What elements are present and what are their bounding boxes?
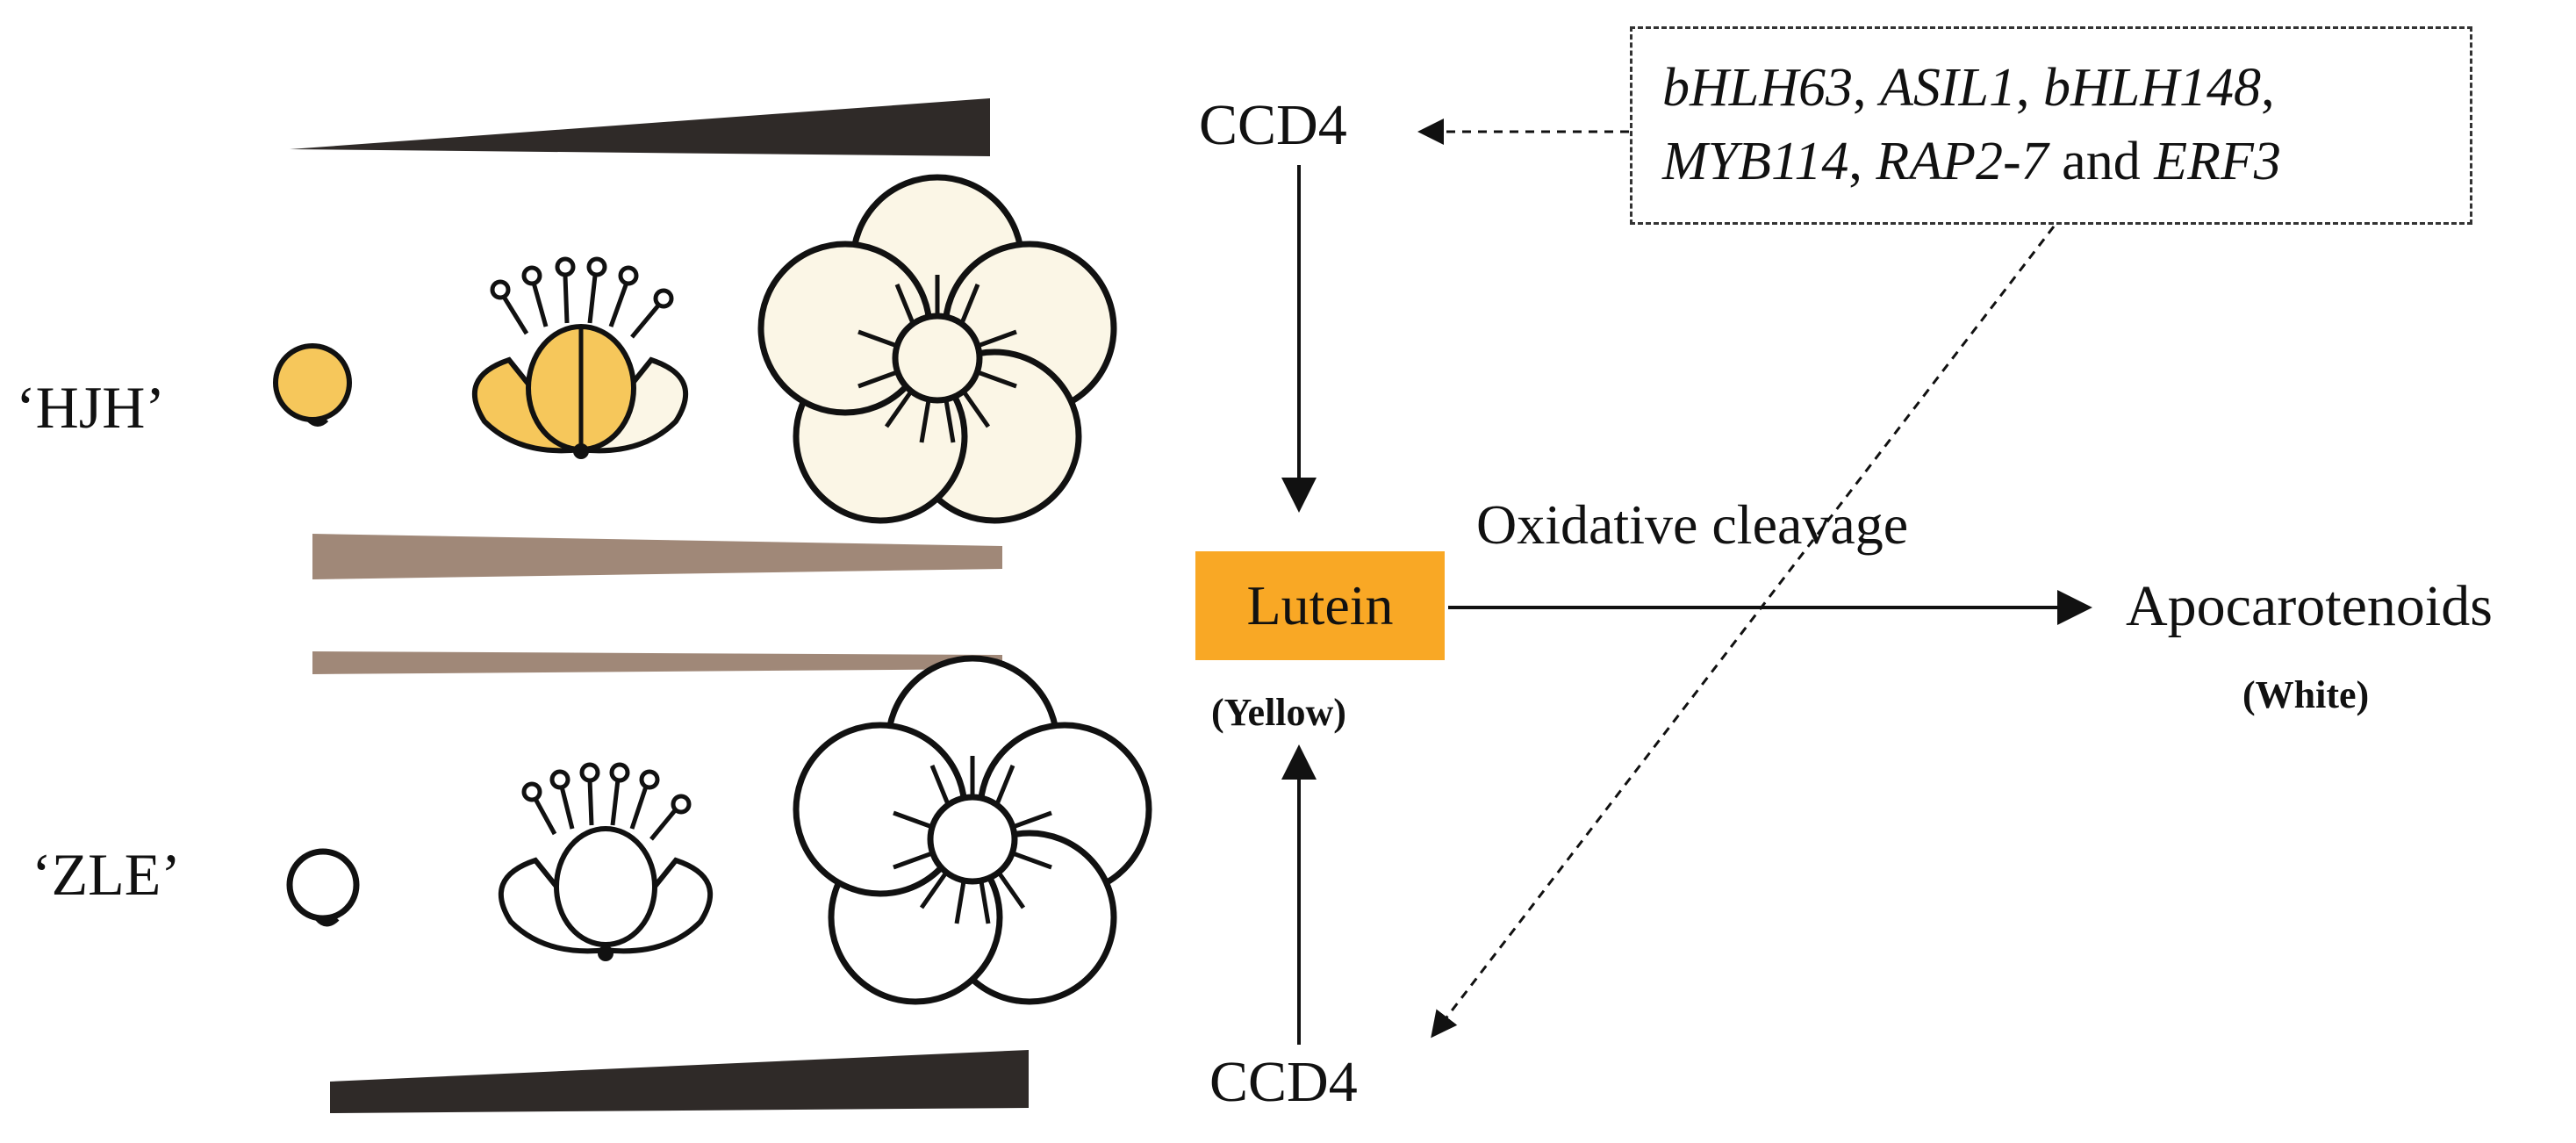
gene-line-2: MYB114, RAP2-7 and ERF3	[1662, 132, 2281, 191]
hjh-half-open-flower-icon	[471, 256, 689, 459]
product-label: Apocarotenoids	[2126, 574, 2493, 638]
gene-myb114: MYB114	[1662, 132, 1849, 191]
hjh-open-flower-icon	[757, 174, 1117, 524]
lutein-color-label: (Yellow)	[1211, 691, 1346, 734]
regulator-gene-box: bHLH63, ASIL1, bHLH148, MYB114, RAP2-7 a…	[1630, 26, 2472, 225]
lutein-node: Lutein	[1195, 551, 1445, 660]
wedge-top-dark	[290, 98, 990, 156]
ccd4-top-label: CCD4	[1199, 93, 1347, 157]
zle-open-flower-icon	[793, 655, 1152, 1005]
cultivar-label-hjh: ‘HJH’	[16, 374, 165, 441]
cultivar-label-zle: ‘ZLE’	[32, 841, 181, 908]
wedge-hjh-brown	[312, 534, 1002, 579]
product-color-label: (White)	[2242, 673, 2370, 716]
gene-asil1: ASIL1	[1880, 58, 2017, 119]
wedge-zle-brown	[312, 651, 1002, 674]
hjh-bud-icon	[273, 343, 352, 427]
lutein-label: Lutein	[1246, 574, 1394, 636]
gene-connector: and	[2062, 132, 2141, 191]
ccd4-bottom-label: CCD4	[1209, 1050, 1358, 1114]
dashed-arrow-regulators-to-ccd4-bottom	[1431, 226, 2056, 1039]
gene-bhlh148: bHLH148	[2043, 58, 2262, 119]
zle-bud-icon	[286, 848, 360, 927]
zle-half-open-flower-icon	[498, 762, 714, 961]
gene-rap2-7: RAP2-7	[1876, 132, 2049, 191]
gene-line-1: bHLH63, ASIL1, bHLH148,	[1662, 58, 2275, 119]
wedge-bottom-dark	[330, 1050, 1029, 1113]
process-label: Oxidative cleavage	[1476, 493, 1909, 556]
gene-erf3: ERF3	[2154, 132, 2281, 191]
gene-bhlh63: bHLH63	[1662, 58, 1854, 119]
